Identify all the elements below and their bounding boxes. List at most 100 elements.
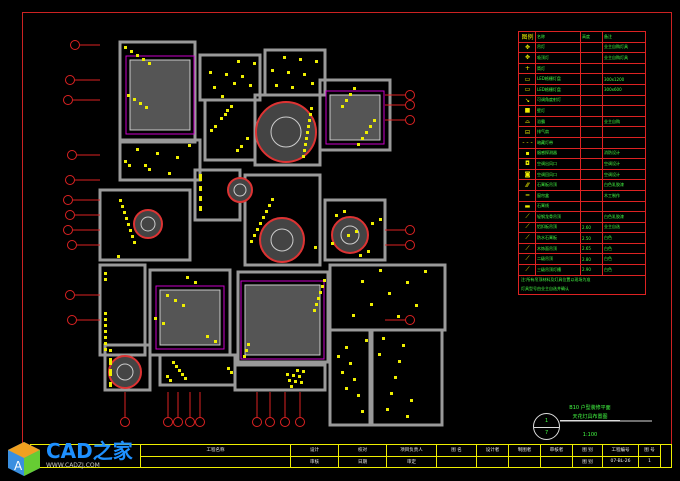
title-block-cell: 设计者 [477, 445, 508, 457]
legend-name: 三级吊顶灯槽 [536, 265, 581, 275]
light-fixture-icon [307, 125, 310, 128]
legend-row: ▬石膏线 [519, 201, 645, 213]
light-fixture-icon [298, 375, 301, 378]
light-fixture-icon [271, 69, 274, 72]
light-fixture-icon [305, 137, 308, 140]
ceiling-panel [244, 284, 321, 356]
light-fixture-icon [210, 129, 213, 132]
light-fixture-icon [131, 235, 134, 238]
light-fixture-icon [365, 131, 368, 134]
light-fixture-icon [308, 119, 311, 122]
light-fixture-icon [319, 291, 322, 294]
callout-bubble [173, 417, 183, 427]
callout-bubble [67, 240, 77, 250]
callout-bubble [67, 315, 77, 325]
title-block-cell: 图 别 [573, 445, 602, 457]
light-fixture-icon [369, 125, 372, 128]
light-fixture-icon [237, 60, 240, 63]
legend-name: 空调回风口 [536, 169, 581, 180]
legend-row: ⁄⁄⁄石膏板吊顶白色乳胶漆 [519, 180, 645, 191]
ceiling-panel [129, 59, 191, 131]
light-fixture-icon [402, 344, 405, 347]
light-fixture-icon [104, 324, 107, 327]
title-block-cell: 1 [648, 459, 651, 465]
legend-name: 窗帘盒 [536, 190, 581, 201]
light-fixture-icon [175, 365, 178, 368]
light-fixture-icon [199, 198, 202, 201]
light-fixture-icon [127, 94, 130, 97]
legend-height [581, 201, 603, 212]
light-fixture-icon [386, 408, 389, 411]
legend-note: 业主自购灯具 [604, 54, 628, 60]
watermark: A CAD之家 WWW.CADZJ.COM [6, 440, 133, 476]
legend-symbol-icon: ⌓ [519, 116, 536, 127]
light-fixture-icon [109, 358, 112, 361]
callout-bubble [185, 417, 195, 427]
room-wall [243, 173, 322, 267]
legend-note [603, 127, 645, 137]
callout-bubble [405, 315, 415, 325]
light-fixture-icon [315, 60, 318, 63]
legend-header: 图例 名称 高度 备注 [519, 32, 645, 43]
light-fixture-icon [104, 348, 107, 351]
drawing-scale: 1:100 [582, 432, 598, 438]
light-fixture-icon [359, 254, 362, 257]
callout-bubble [405, 115, 415, 125]
light-fixture-icon [370, 303, 373, 306]
light-fixture-icon [224, 113, 227, 116]
light-fixture-icon [225, 73, 228, 76]
legend-symbol-icon: ▭ [519, 74, 536, 84]
legend-note: 白色 [604, 235, 612, 241]
light-fixture-icon [341, 371, 344, 374]
light-fixture-icon [148, 62, 151, 65]
light-fixture-icon [314, 246, 317, 249]
legend-note: 木工制作 [604, 192, 620, 198]
light-fixture-icon [406, 415, 409, 418]
light-fixture-icon [154, 317, 157, 320]
legend-height [581, 127, 603, 137]
legend-note: 消防设计 [604, 150, 620, 156]
light-fixture-icon [226, 109, 229, 112]
light-fixture-icon [398, 360, 401, 363]
light-fixture-icon [247, 343, 250, 346]
light-fixture-icon [227, 367, 230, 370]
light-fixture-icon [199, 208, 202, 211]
light-fixture-icon [168, 172, 171, 175]
light-fixture-icon [109, 360, 112, 363]
legend-height: 2.65 [581, 243, 603, 254]
title-block-cell: 图 别 [582, 459, 593, 465]
light-fixture-icon [144, 164, 147, 167]
light-fixture-icon [303, 149, 306, 152]
legend-note: 白色 [604, 266, 612, 272]
legend-name: 可调角度射灯 [536, 95, 581, 106]
round-ceiling [255, 101, 317, 163]
light-fixture-icon [379, 218, 382, 221]
callout-bubble [65, 75, 75, 85]
light-fixture-icon [240, 145, 243, 148]
legend-note: 业主自购 [604, 118, 620, 124]
light-fixture-icon [378, 353, 381, 356]
light-fixture-icon [249, 84, 252, 87]
light-fixture-icon [373, 119, 376, 122]
light-fixture-icon [291, 86, 294, 89]
legend-height [581, 169, 603, 180]
light-fixture-icon [178, 369, 181, 372]
title-block-cell: 审核者 [541, 445, 572, 457]
legend-symbol-icon: ⟋ [519, 243, 536, 254]
light-fixture-icon [345, 346, 348, 349]
light-fixture-icon [213, 86, 216, 89]
light-fixture-icon [182, 304, 185, 307]
light-fixture-icon [199, 174, 202, 177]
light-fixture-icon [302, 370, 305, 373]
light-fixture-icon [128, 164, 131, 167]
legend-symbol-icon: ■ [519, 106, 536, 116]
watermark-words: CAD之家 WWW.CADZJ.COM [46, 440, 133, 470]
legend-symbol-icon: ⁄⁄⁄ [519, 180, 536, 190]
light-fixture-icon [271, 198, 274, 201]
callout-bubble [65, 175, 75, 185]
legend-height [581, 74, 603, 84]
legend-row: ⟋轻钢龙骨吊顶白色乳胶漆 [519, 212, 645, 223]
light-fixture-icon [265, 210, 268, 213]
